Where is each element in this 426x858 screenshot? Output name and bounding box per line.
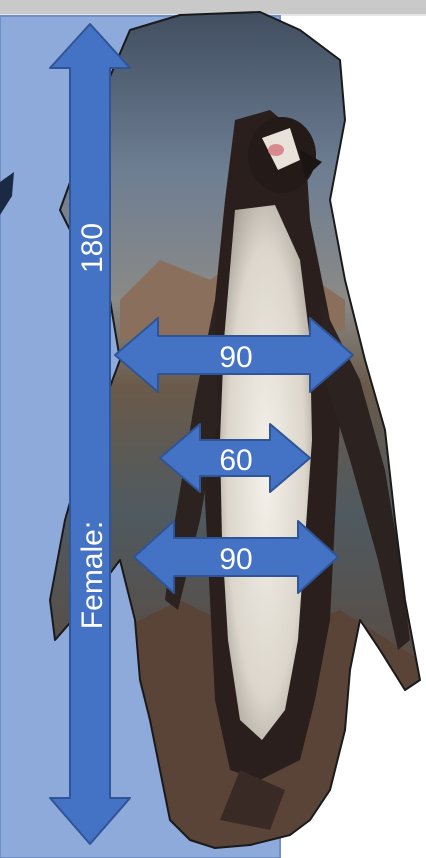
gender-label: Female: xyxy=(76,521,109,629)
chest-value: 90 xyxy=(219,341,252,374)
height-label: 180 xyxy=(76,223,109,273)
hips-value: 90 xyxy=(219,543,252,576)
waist-value: 60 xyxy=(219,444,252,477)
top-bar xyxy=(0,0,426,14)
